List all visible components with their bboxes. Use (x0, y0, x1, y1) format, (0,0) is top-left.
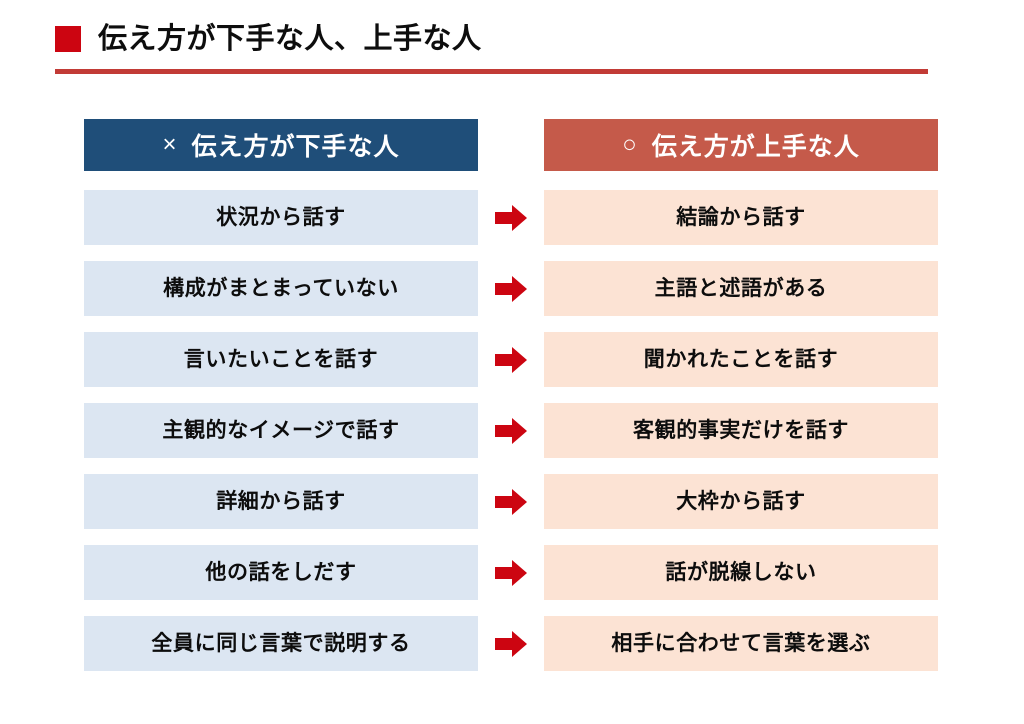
right-arrow-icon (495, 559, 527, 586)
arrow-cell (478, 545, 544, 600)
slide-title-block: 伝え方が下手な人、上手な人 (55, 16, 928, 74)
bad-habit-cell: 詳細から話す (84, 474, 478, 529)
table-row: 全員に同じ言葉で説明する 相手に合わせて言葉を選ぶ (84, 616, 938, 671)
header-spacer (478, 119, 544, 171)
red-square-bullet-icon (55, 26, 81, 52)
good-habit-cell: 大枠から話す (544, 474, 938, 529)
cell-label: 聞かれたことを話す (643, 348, 839, 371)
bad-habit-cell: 状況から話す (84, 190, 478, 245)
arrow-cell (478, 190, 544, 245)
column-header-bad-label: 伝え方が下手な人 (191, 133, 400, 161)
arrow-cell (478, 403, 544, 458)
cell-label: 詳細から話す (216, 490, 346, 513)
right-arrow-icon (495, 630, 527, 657)
title-row: 伝え方が下手な人、上手な人 (55, 16, 928, 62)
right-arrow-icon (495, 204, 527, 231)
bad-habit-cell: 全員に同じ言葉で説明する (84, 616, 478, 671)
cell-label: 大枠から話す (676, 490, 806, 513)
cross-mark-icon: × (162, 131, 178, 158)
table-row: 状況から話す 結論から話す (84, 190, 938, 245)
cell-label: 主観的なイメージで話す (162, 419, 400, 442)
arrow-cell (478, 332, 544, 387)
table-header-row: × 伝え方が下手な人 ○ 伝え方が上手な人 (84, 119, 938, 171)
arrow-cell (478, 474, 544, 529)
table-row: 言いたいことを話す 聞かれたことを話す (84, 332, 938, 387)
bad-habit-cell: 他の話をしだす (84, 545, 478, 600)
right-arrow-icon (495, 275, 527, 302)
right-arrow-icon (495, 346, 527, 373)
cell-label: 話が脱線しない (665, 561, 817, 584)
title-underline-divider (55, 69, 928, 74)
cell-label: 客観的事実だけを話す (633, 419, 849, 442)
column-header-bad: × 伝え方が下手な人 (84, 119, 478, 171)
good-habit-cell: 客観的事実だけを話す (544, 403, 938, 458)
cell-label: 全員に同じ言葉で説明する (151, 632, 411, 655)
table-row: 主観的なイメージで話す 客観的事実だけを話す (84, 403, 938, 458)
cell-label: 状況から話す (216, 206, 346, 229)
bad-habit-cell: 構成がまとまっていない (84, 261, 478, 316)
good-habit-cell: 主語と述語がある (544, 261, 938, 316)
cell-label: 結論から話す (676, 206, 806, 229)
right-arrow-icon (495, 488, 527, 515)
page-title: 伝え方が下手な人、上手な人 (98, 22, 482, 55)
column-header-good: ○ 伝え方が上手な人 (544, 119, 938, 171)
cell-label: 構成がまとまっていない (163, 277, 399, 300)
table-row: 他の話をしだす 話が脱線しない (84, 545, 938, 600)
arrow-cell (478, 261, 544, 316)
column-header-good-label: 伝え方が上手な人 (651, 133, 860, 161)
circle-mark-icon: ○ (622, 131, 638, 158)
cell-label: 相手に合わせて言葉を選ぶ (611, 632, 871, 655)
good-habit-cell: 話が脱線しない (544, 545, 938, 600)
right-arrow-icon (495, 417, 527, 444)
cell-label: 主語と述語がある (654, 277, 828, 300)
table-row: 詳細から話す 大枠から話す (84, 474, 938, 529)
bad-habit-cell: 主観的なイメージで話す (84, 403, 478, 458)
comparison-table: × 伝え方が下手な人 ○ 伝え方が上手な人 状況から話す 結論から話す 構成がま… (84, 119, 938, 671)
cell-label: 言いたいことを話す (183, 348, 379, 371)
table-row: 構成がまとまっていない 主語と述語がある (84, 261, 938, 316)
good-habit-cell: 結論から話す (544, 190, 938, 245)
cell-label: 他の話をしだす (205, 561, 357, 584)
arrow-cell (478, 616, 544, 671)
bad-habit-cell: 言いたいことを話す (84, 332, 478, 387)
good-habit-cell: 相手に合わせて言葉を選ぶ (544, 616, 938, 671)
good-habit-cell: 聞かれたことを話す (544, 332, 938, 387)
